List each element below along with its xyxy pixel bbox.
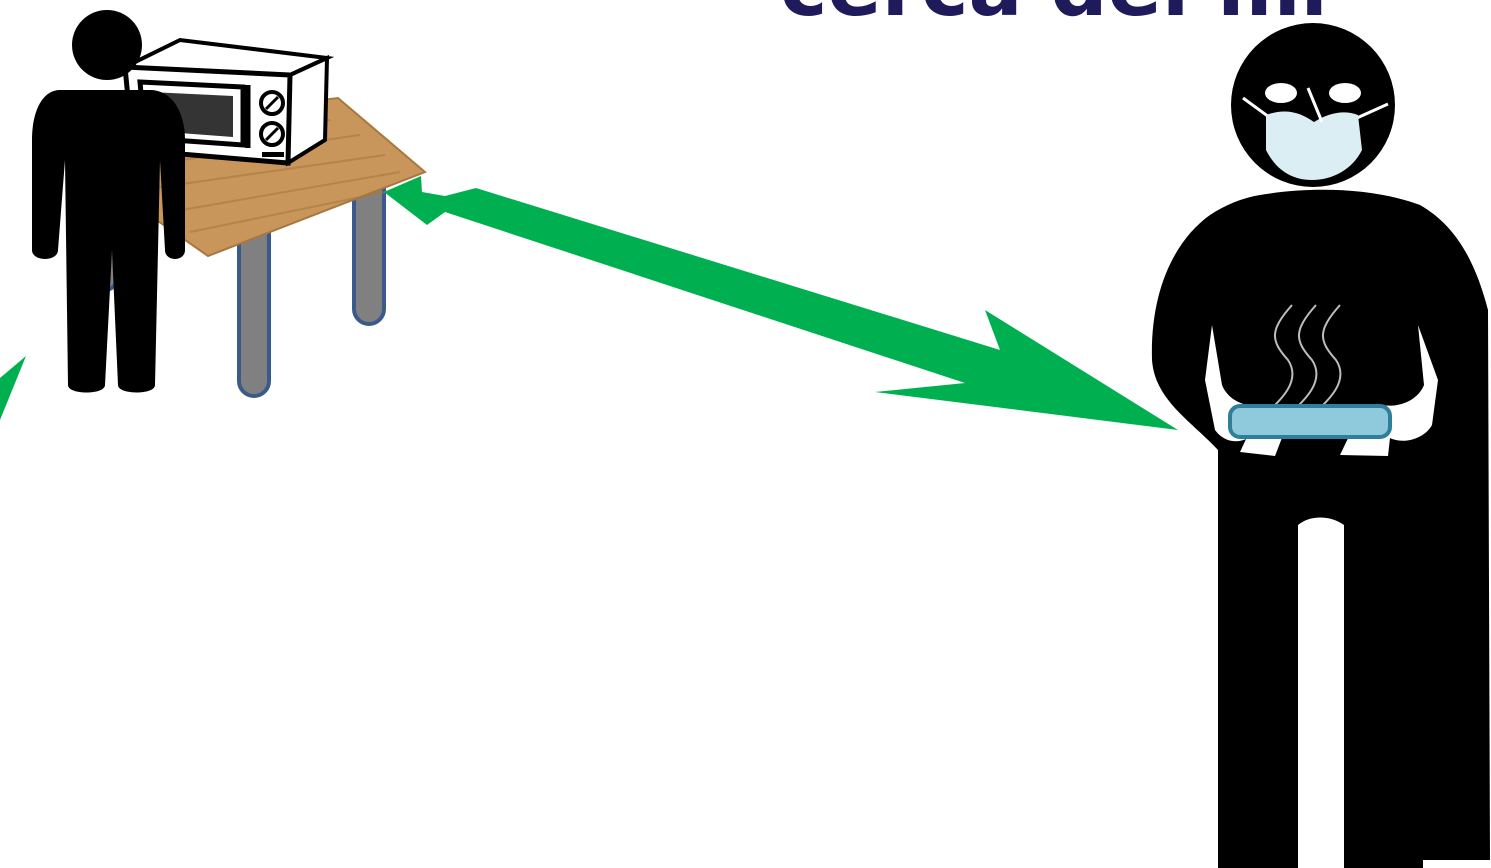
masked-person-icon bbox=[1152, 23, 1490, 868]
left-eye bbox=[1265, 83, 1297, 103]
edge-arrow-fragment-icon bbox=[0, 356, 26, 420]
right-eye bbox=[1329, 83, 1361, 103]
leg-gap bbox=[1298, 518, 1344, 868]
food-tray-icon bbox=[1230, 406, 1390, 437]
distance-arrow-icon bbox=[384, 176, 1178, 430]
